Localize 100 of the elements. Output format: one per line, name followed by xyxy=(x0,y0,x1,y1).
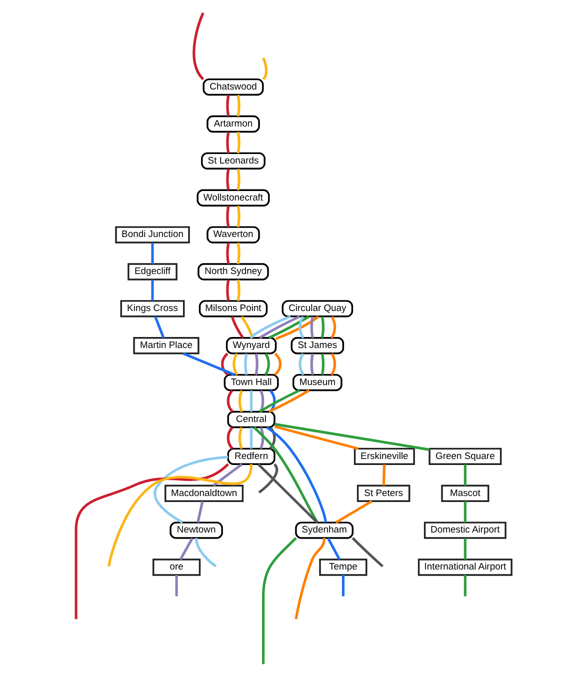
connector xyxy=(274,425,358,450)
connector xyxy=(236,206,240,228)
connector xyxy=(74,463,228,620)
node-box: Chatswood xyxy=(202,78,264,96)
connector xyxy=(226,390,233,413)
connector xyxy=(248,315,290,339)
connector xyxy=(153,456,228,524)
connector xyxy=(226,168,230,190)
connector xyxy=(463,501,466,523)
connector xyxy=(298,316,304,339)
connector xyxy=(212,463,242,487)
node-box: Artarmon xyxy=(206,115,260,133)
connector xyxy=(178,538,193,560)
node-box: Wynyard xyxy=(225,337,276,354)
node-box: Macdonaldtown xyxy=(164,484,244,502)
connector xyxy=(236,168,240,190)
connector xyxy=(463,574,466,596)
node-box: Wollstonecraft xyxy=(196,189,270,206)
connector xyxy=(259,390,264,412)
connector xyxy=(326,538,340,560)
node-box: Waverton xyxy=(206,226,260,244)
connector xyxy=(310,353,314,376)
node-box: Circular Quay xyxy=(281,300,353,318)
node-box: Martin Place xyxy=(132,337,199,354)
node-box: Domestic Airport xyxy=(423,522,506,539)
node-box: Newtown xyxy=(169,522,222,539)
connector xyxy=(182,352,235,376)
node-box: Redfern xyxy=(226,448,275,466)
connector xyxy=(320,353,324,376)
connector xyxy=(273,352,282,376)
connector xyxy=(232,352,238,376)
node-box: Tempe xyxy=(318,558,367,576)
connector xyxy=(320,316,324,338)
connector xyxy=(310,316,314,338)
connector xyxy=(298,352,304,376)
connector xyxy=(274,316,319,340)
node-box: International Airport xyxy=(417,558,512,576)
node-box: Mascot xyxy=(440,484,489,502)
connector xyxy=(274,422,430,451)
node-box: Bondi Junction xyxy=(114,226,190,244)
connector xyxy=(264,352,270,376)
connector xyxy=(330,316,336,339)
connector xyxy=(192,12,204,80)
connector xyxy=(250,427,252,449)
connector xyxy=(262,57,268,80)
connector xyxy=(236,279,240,302)
node-box: Green Square xyxy=(428,448,502,466)
connector xyxy=(236,132,240,154)
connector xyxy=(238,390,243,412)
connector xyxy=(220,352,228,376)
connector xyxy=(250,390,252,412)
connector xyxy=(226,242,230,264)
connector xyxy=(268,315,310,339)
node-box: St Peters xyxy=(356,484,410,502)
connector xyxy=(194,538,216,568)
connector xyxy=(196,501,204,523)
connector xyxy=(226,94,230,117)
connector xyxy=(150,242,154,264)
node-box: North Sydney xyxy=(197,263,268,280)
connector xyxy=(258,463,278,494)
node-box: St Leonards xyxy=(200,152,265,170)
connector xyxy=(150,280,154,301)
connector xyxy=(226,132,230,154)
connector xyxy=(226,206,230,228)
connector xyxy=(268,390,276,413)
connector xyxy=(244,353,248,376)
connector xyxy=(230,316,244,339)
node-box: Central xyxy=(226,410,275,428)
connector xyxy=(334,500,372,524)
connector xyxy=(258,315,300,339)
connector xyxy=(254,353,258,376)
connector xyxy=(463,464,466,486)
node-box: ore xyxy=(152,558,200,576)
connector xyxy=(351,537,384,568)
connector xyxy=(382,464,386,486)
node-box: Town Hall xyxy=(223,374,278,392)
connector xyxy=(294,538,326,620)
connector xyxy=(268,426,276,450)
connector xyxy=(268,389,310,413)
connector xyxy=(226,279,230,302)
node-box: Milsons Point xyxy=(198,300,268,318)
node-box: Museum xyxy=(292,374,342,392)
node-box: Erskineville xyxy=(353,448,414,466)
connector xyxy=(262,537,296,664)
connector xyxy=(174,574,178,596)
connector xyxy=(236,94,240,117)
node-box: Edgecliff xyxy=(127,263,177,280)
connector xyxy=(240,316,254,338)
connector xyxy=(252,426,318,524)
connector xyxy=(258,389,300,413)
connector xyxy=(341,574,344,596)
node-box: Sydenham xyxy=(294,522,353,539)
connector xyxy=(238,427,243,450)
connector xyxy=(154,316,164,338)
connector xyxy=(226,426,233,450)
node-box: Kings Cross xyxy=(120,300,184,318)
connector xyxy=(266,426,327,523)
connector xyxy=(259,427,264,450)
connector xyxy=(106,464,252,567)
connector xyxy=(256,463,318,524)
